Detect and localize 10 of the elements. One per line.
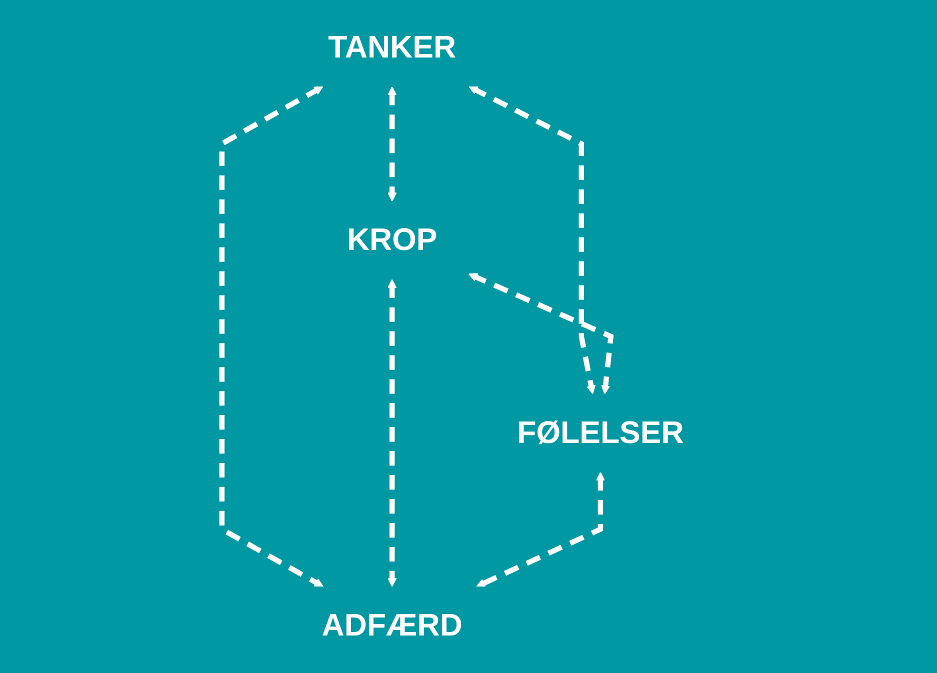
node-text: FØLELSER	[517, 416, 684, 450]
arrow	[388, 86, 397, 202]
arrow	[219, 86, 324, 587]
node-text: ADFÆRD	[322, 608, 462, 643]
arrow	[388, 279, 397, 587]
arrow	[476, 472, 606, 588]
node-text: KROP	[346, 222, 438, 258]
node-text: TANKER	[328, 30, 456, 65]
arrow	[468, 86, 596, 394]
arrow	[468, 273, 614, 394]
